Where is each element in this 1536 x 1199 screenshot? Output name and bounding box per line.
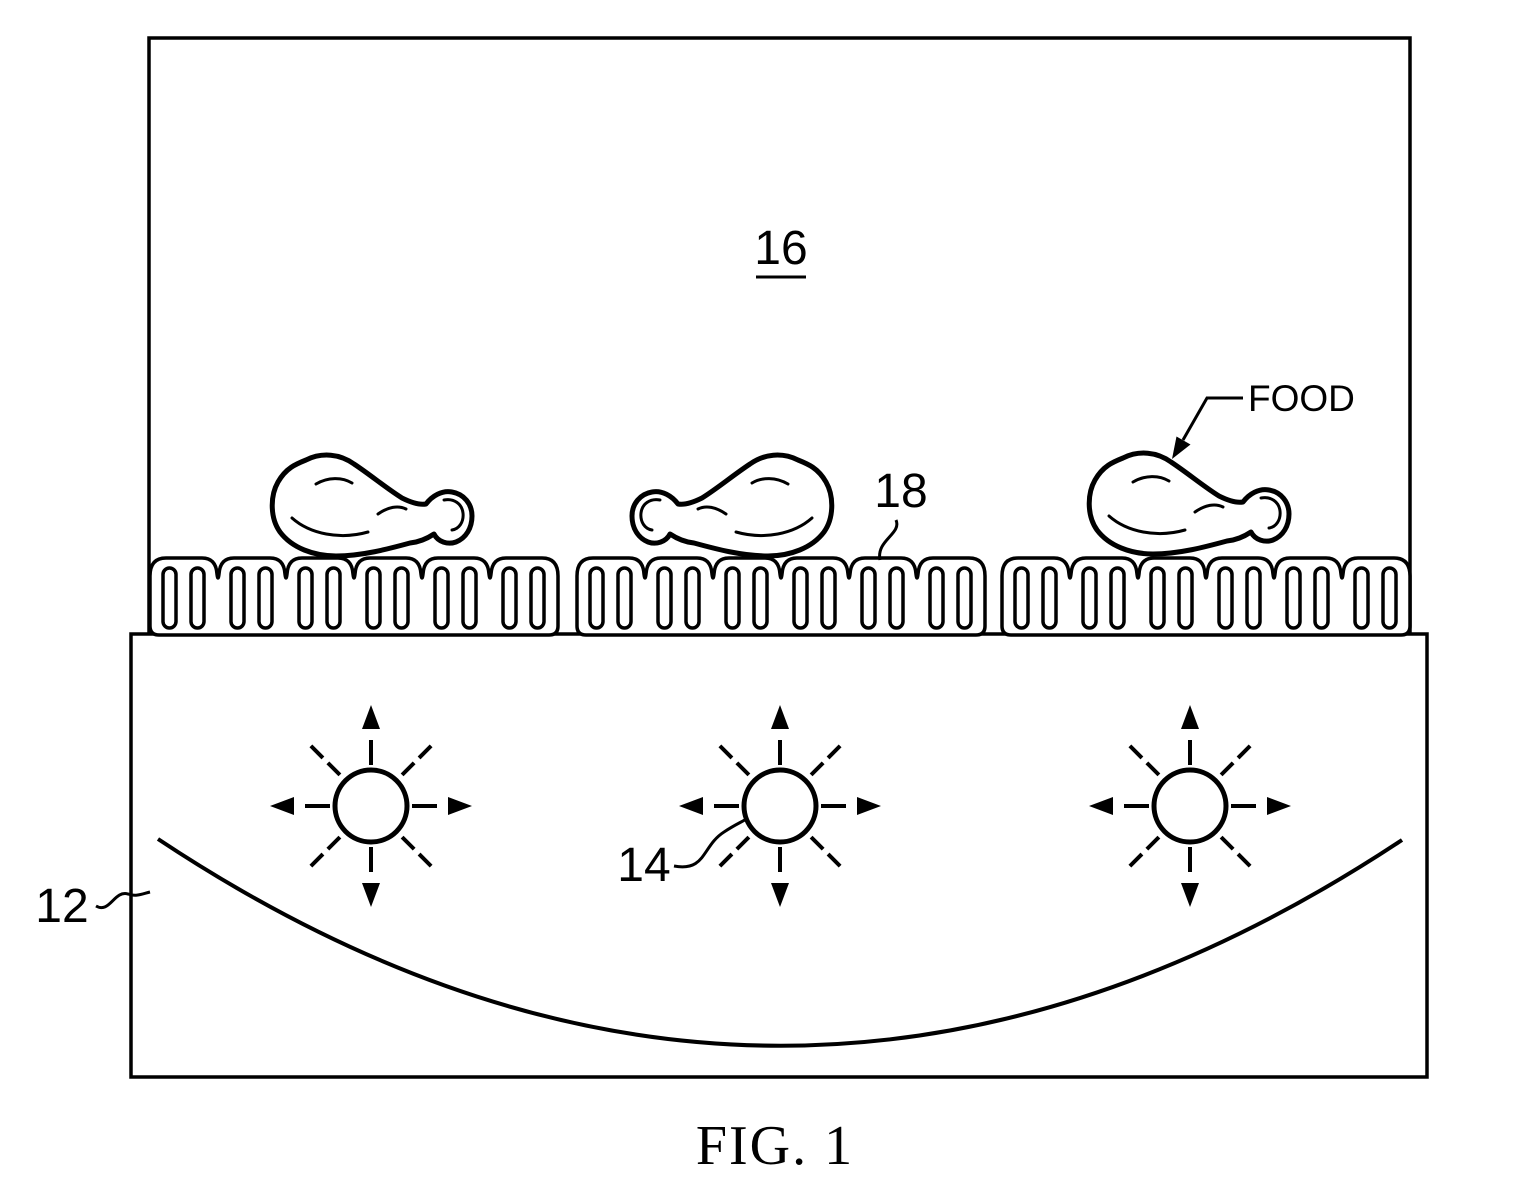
grate-slot (656, 566, 673, 630)
food-drumstick-left (272, 455, 472, 556)
grate-slot (684, 566, 701, 630)
grate-slot (1149, 566, 1166, 630)
grate-slot (956, 566, 973, 630)
grill-grates (148, 556, 1412, 637)
grate-slot (257, 566, 274, 630)
food-drumstick-center (632, 455, 832, 556)
grate-slot (616, 566, 633, 630)
burner-label-leader (673, 816, 749, 869)
grate-slot (1245, 566, 1262, 630)
grate-panel-outline (148, 556, 560, 637)
grate-slot (1041, 566, 1058, 630)
figure-caption: FIG. 1 (696, 1115, 854, 1177)
grate-slot (1285, 566, 1302, 630)
grate-slot (1013, 566, 1030, 630)
burner-label: 14 (617, 839, 670, 892)
grate-slot (365, 566, 382, 630)
grate-label: 18 (874, 465, 927, 518)
grate-slot (161, 566, 178, 630)
grate-panel-outline (1000, 556, 1412, 637)
grate-slot (529, 566, 546, 630)
food-label: FOOD (1248, 378, 1355, 419)
grate-slot (325, 566, 342, 630)
grate-slot (820, 566, 837, 630)
grate-slot (501, 566, 518, 630)
housing-label: 12 (35, 880, 88, 933)
grate-panel (148, 556, 560, 637)
grate-slot (1177, 566, 1194, 630)
grate-slot (588, 566, 605, 630)
grate-slot (189, 566, 206, 630)
grate-slot (1217, 566, 1234, 630)
grate-slot (297, 566, 314, 630)
grate-slot (1353, 566, 1370, 630)
grate-slot (1313, 566, 1330, 630)
grate-slot (1081, 566, 1098, 630)
grate-slot (393, 566, 410, 630)
grate-slot (229, 566, 246, 630)
grate-panel (1000, 556, 1412, 637)
grate-slot (1109, 566, 1126, 630)
grate-slot (792, 566, 809, 630)
grate-slot (461, 566, 478, 630)
food-arrowhead-icon (1172, 436, 1191, 459)
grate-slot (433, 566, 450, 630)
cooking-chamber-box (147, 36, 1412, 634)
grate-slot (888, 566, 905, 630)
food-drumstick-right (1089, 453, 1289, 554)
grate-panel (575, 556, 987, 637)
grate-slot (860, 566, 877, 630)
food-label-leader (1181, 396, 1243, 441)
grate-panel-outline (575, 556, 987, 637)
reflector-curve (156, 837, 1404, 1048)
grate-slot (1381, 566, 1398, 630)
grate-slot (752, 566, 769, 630)
chamber-label: 16 (754, 222, 807, 275)
grate-slot (928, 566, 945, 630)
grate-slot (724, 566, 741, 630)
grate-label-leader (878, 519, 899, 561)
housing-label-leader (95, 890, 151, 910)
